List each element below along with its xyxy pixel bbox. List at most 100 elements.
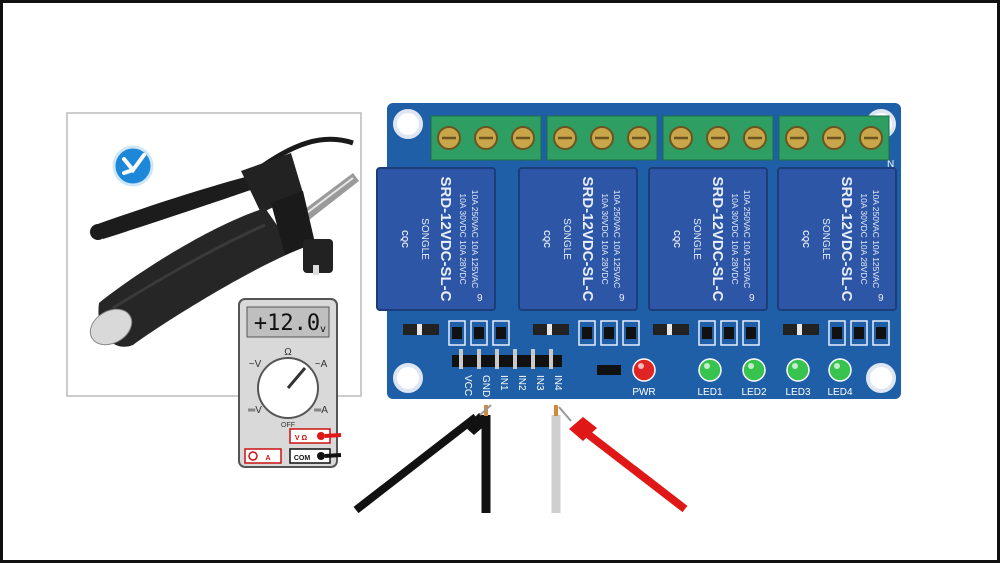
rubber-grip (98, 208, 295, 347)
multimeter-reading: +12.0 (254, 311, 320, 336)
relay-rating-ac: 10A 250VAC 10A 125VAC (470, 190, 480, 288)
smd-part (876, 327, 886, 339)
relay-model: SRD-12VDC-SL-C (838, 176, 855, 301)
black-probe-tip (479, 404, 492, 416)
smd-part (724, 327, 734, 339)
header-pin-label: IN2 (516, 375, 527, 391)
relay-rating-ac: 10A 250VAC 10A 125VAC (612, 190, 622, 288)
board-edge-label: N (887, 159, 894, 170)
relay-maker: SONGLE (561, 218, 572, 260)
smd-part (626, 327, 636, 339)
multimeter-lcd (246, 306, 330, 338)
header-pin[interactable] (549, 349, 553, 369)
jack-com-socket (317, 452, 325, 460)
relay-model: SRD-12VDC-SL-C (579, 176, 596, 301)
smd-outline (872, 320, 890, 346)
dial-label-dc-volts: ═V (247, 405, 262, 416)
multimeter: +12.0 v Ω ~V ~A ═V ═A OFF V Ω COM A (238, 298, 342, 468)
red-probe-tip (558, 406, 572, 422)
screw-terminals (430, 115, 890, 161)
diode-band (667, 324, 672, 335)
brake-lever-tip (90, 224, 106, 240)
led-label: LED1 (697, 387, 722, 398)
smd-part (496, 327, 506, 339)
mounting-hole-bottom-left (393, 363, 423, 393)
smd-outline (698, 320, 716, 346)
smd-part (582, 327, 592, 339)
multimeter-unit: v (320, 324, 326, 335)
header-housing (452, 355, 562, 367)
header-pin[interactable] (459, 349, 463, 369)
led-highlight (792, 363, 798, 369)
arrow-badge-icon (112, 145, 154, 187)
meter-red-lead-stub (324, 433, 342, 438)
black-probe-handle (465, 413, 490, 435)
smd-outline (448, 320, 466, 346)
relay-model: SRD-12VDC-SL-C (437, 176, 454, 301)
led-label: PWR (632, 387, 655, 398)
relay-pin-number: 9 (477, 293, 483, 304)
led-highlight (704, 363, 710, 369)
relay-brand: CQC (801, 230, 810, 248)
black-probe (353, 413, 479, 514)
header-pin-label: IN4 (552, 375, 563, 391)
relay-maker: SONGLE (691, 218, 702, 260)
relay-rating-dc: 10A 30VDC 10A 28VDC (458, 193, 468, 284)
smd-part (746, 327, 756, 339)
led-highlight (638, 363, 644, 369)
jack-amps[interactable] (244, 448, 282, 464)
handlebar-inset (66, 112, 362, 397)
smd-outline (600, 320, 618, 346)
diode-band (417, 324, 422, 335)
header-pin[interactable] (531, 349, 535, 369)
smd-outline (742, 320, 760, 346)
led-label: LED2 (741, 387, 766, 398)
relay-brand: CQC (672, 230, 681, 248)
relay-model: SRD-12VDC-SL-C (709, 176, 726, 301)
smd-resistor-pwr (597, 365, 621, 375)
meter-black-lead-stub (324, 453, 342, 458)
led-led3 (786, 358, 810, 382)
led-highlight (834, 363, 840, 369)
diode-band (547, 324, 552, 335)
red-probe-handle (569, 417, 597, 441)
grip-texture (112, 223, 266, 310)
brake-lever (95, 175, 265, 239)
relay-rating-ac: 10A 250VAC 10A 125VAC (742, 190, 752, 288)
led-label: LED3 (785, 387, 810, 398)
relay-rating-dc: 10A 30VDC 10A 28VDC (600, 193, 610, 284)
led-highlight (748, 363, 754, 369)
jack-com-label: COM (294, 455, 311, 462)
header-pin[interactable] (513, 349, 517, 369)
led-pwr (632, 358, 656, 382)
header-pin[interactable] (495, 349, 499, 369)
relay-body (376, 167, 496, 311)
smd-part (832, 327, 842, 339)
smd-outline (622, 320, 640, 346)
smd-outline (828, 320, 846, 346)
header-pin[interactable] (477, 349, 481, 369)
relay-pin-number: 9 (878, 293, 884, 304)
brake-switch (303, 239, 333, 273)
grip-clamp-ring (271, 191, 315, 255)
jack-v-ohm-socket (317, 432, 325, 440)
header-pin-label: IN3 (534, 375, 545, 391)
led-led4 (828, 358, 852, 382)
dial-label-ohm: Ω (284, 347, 292, 358)
relay-brand: CQC (542, 230, 551, 248)
jack-v-ohm-label: V Ω (295, 435, 308, 442)
jack-amps-label: A (265, 455, 270, 462)
pcb (387, 103, 901, 399)
relay-rating-dc: 10A 30VDC 10A 28VDC (859, 193, 869, 284)
smd-outline (470, 320, 488, 346)
smd-part (854, 327, 864, 339)
smd-outline (578, 320, 596, 346)
